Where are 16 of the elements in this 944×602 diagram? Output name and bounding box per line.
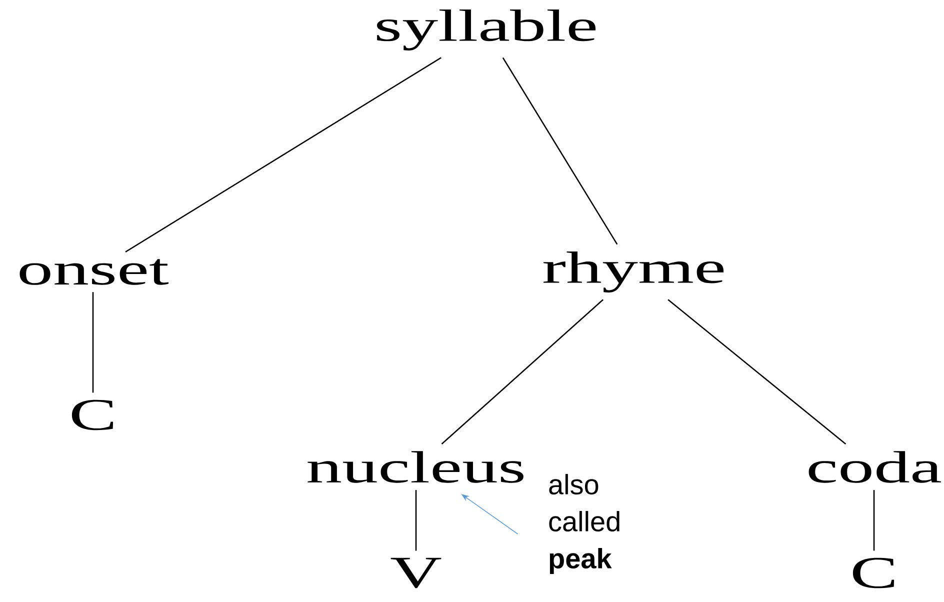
tree-label: V xyxy=(390,558,442,588)
tree-label: syllable xyxy=(376,10,596,50)
tree-line xyxy=(125,57,442,252)
annotation-text: also called peak xyxy=(549,474,620,574)
tree-label: rhyme xyxy=(543,252,724,292)
tree-line xyxy=(441,299,604,444)
tree-label: C xyxy=(852,558,894,588)
tree-line xyxy=(502,57,618,245)
tree-line xyxy=(415,490,417,551)
tree-label: nucleus xyxy=(308,451,524,483)
tree-label: C xyxy=(72,400,114,430)
tree-line xyxy=(668,299,846,444)
tree-line xyxy=(92,292,94,393)
tree-label: onset xyxy=(20,259,169,285)
tree-label: coda xyxy=(808,451,941,483)
tree-line xyxy=(873,490,875,551)
